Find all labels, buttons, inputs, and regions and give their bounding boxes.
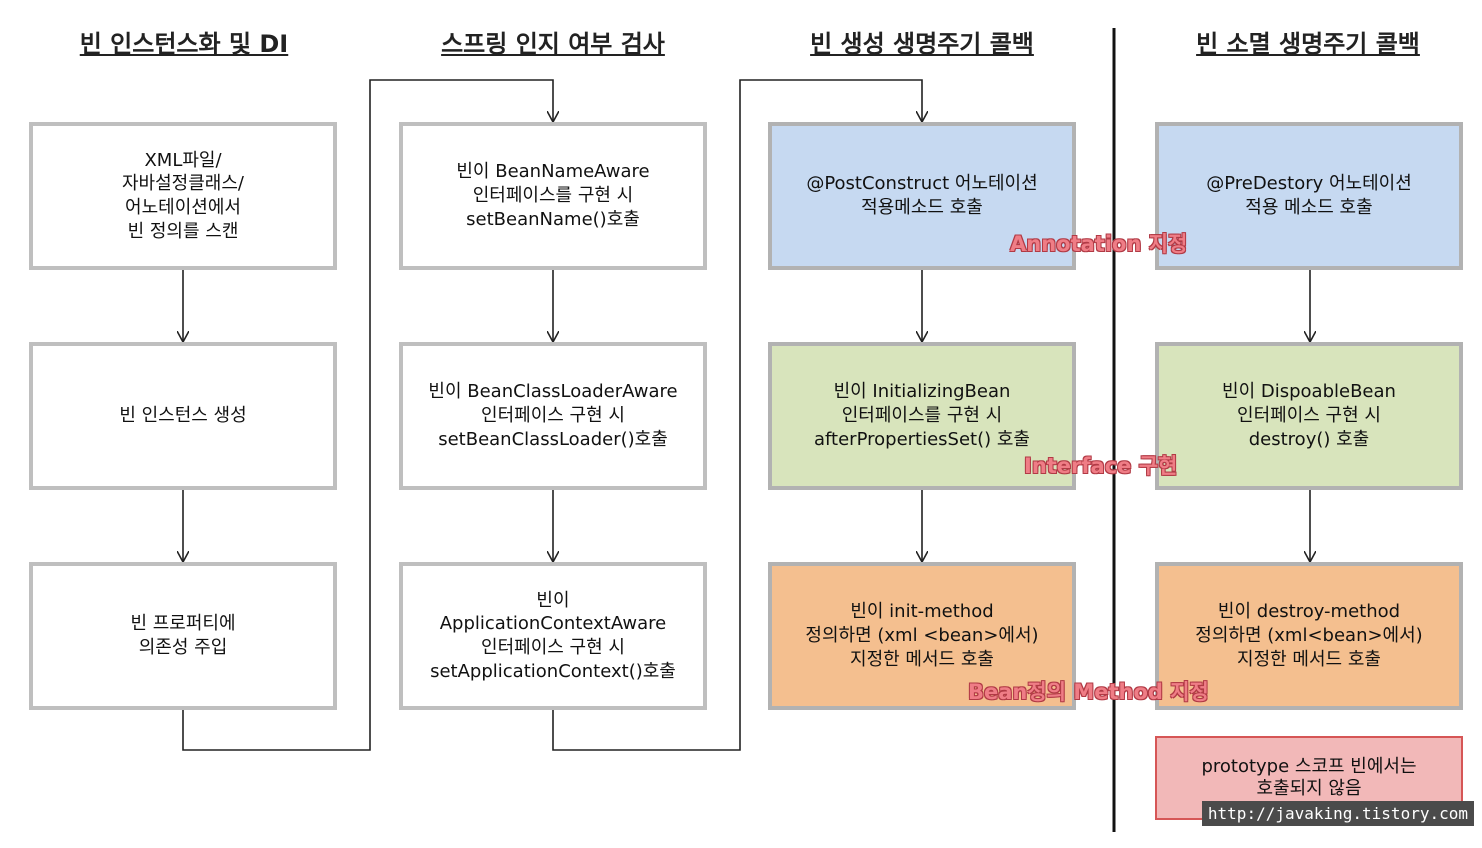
- header-spring-aware-check: 스프링 인지 여부 검사: [441, 30, 665, 58]
- box-dependency-injection-text: 빈 프로퍼티에 의존성 주입: [130, 613, 236, 658]
- box-pre-destroy-text: @PreDestory 어노테이션 적용 메소드 호출: [1206, 173, 1412, 218]
- box-disposable-bean-text: 빈이 DispoableBean 인터페이스 구현 시 destroy() 호출: [1222, 381, 1396, 450]
- box-init-method-text: 빈이 init-method 정의하면 (xml <bean>에서) 지정한 메…: [805, 601, 1039, 670]
- header-instantiation-di: 빈 인스턴스화 및 DI: [79, 30, 289, 58]
- label-bean-method: Bean정의 Method 지정: [968, 680, 1209, 704]
- box-disposable-bean: 빈이 DispoableBean 인터페이스 구현 시 destroy() 호출: [1155, 342, 1463, 490]
- watermark-url: http://javaking.tistory.com: [1201, 801, 1474, 826]
- box-pre-destroy: @PreDestory 어노테이션 적용 메소드 호출: [1155, 122, 1463, 270]
- box-create-bean-instance: 빈 인스턴스 생성: [29, 342, 337, 490]
- box-bean-name-aware-text: 빈이 BeanNameAware 인터페이스를 구현 시 setBeanName…: [456, 161, 650, 230]
- box-scan-bean-definitions-text: XML파일/ 자바설정클래스/ 어노테이션에서 빈 정의를 스캔: [122, 149, 244, 242]
- box-init-method: 빈이 init-method 정의하면 (xml <bean>에서) 지정한 메…: [768, 562, 1076, 710]
- header-creation-callbacks: 빈 생성 생명주기 콜백: [810, 30, 1034, 58]
- box-create-bean-instance-text: 빈 인스턴스 생성: [119, 405, 247, 427]
- box-post-construct: @PostConstruct 어노테이션 적용메소드 호출: [768, 122, 1076, 270]
- box-application-context-aware: 빈이 ApplicationContextAware 인터페이스 구현 시 se…: [399, 562, 707, 710]
- box-scan-bean-definitions: XML파일/ 자바설정클래스/ 어노테이션에서 빈 정의를 스캔: [29, 122, 337, 270]
- label-annotation: Annotation 지정: [1010, 232, 1188, 256]
- box-initializing-bean-text: 빈이 InitializingBean 인터페이스를 구현 시 afterPro…: [814, 381, 1030, 450]
- box-application-context-aware-text: 빈이 ApplicationContextAware 인터페이스 구현 시 se…: [430, 589, 676, 682]
- header-destruction-callbacks: 빈 소멸 생명주기 콜백: [1196, 30, 1420, 58]
- box-destroy-method-text: 빈이 destroy-method 정의하면 (xml<bean>에서) 지정한…: [1195, 601, 1423, 670]
- label-interface: Interface 구현: [1024, 454, 1178, 478]
- box-bean-class-loader-aware: 빈이 BeanClassLoaderAware 인터페이스 구현 시 setBe…: [399, 342, 707, 490]
- box-initializing-bean: 빈이 InitializingBean 인터페이스를 구현 시 afterPro…: [768, 342, 1076, 490]
- box-bean-class-loader-aware-text: 빈이 BeanClassLoaderAware 인터페이스 구현 시 setBe…: [428, 381, 678, 450]
- box-bean-name-aware: 빈이 BeanNameAware 인터페이스를 구현 시 setBeanName…: [399, 122, 707, 270]
- box-post-construct-text: @PostConstruct 어노테이션 적용메소드 호출: [806, 173, 1038, 218]
- box-dependency-injection: 빈 프로퍼티에 의존성 주입: [29, 562, 337, 710]
- box-destroy-method: 빈이 destroy-method 정의하면 (xml<bean>에서) 지정한…: [1155, 562, 1463, 710]
- note-prototype-scope-text: prototype 스코프 빈에서는 호출되지 않음: [1201, 756, 1417, 799]
